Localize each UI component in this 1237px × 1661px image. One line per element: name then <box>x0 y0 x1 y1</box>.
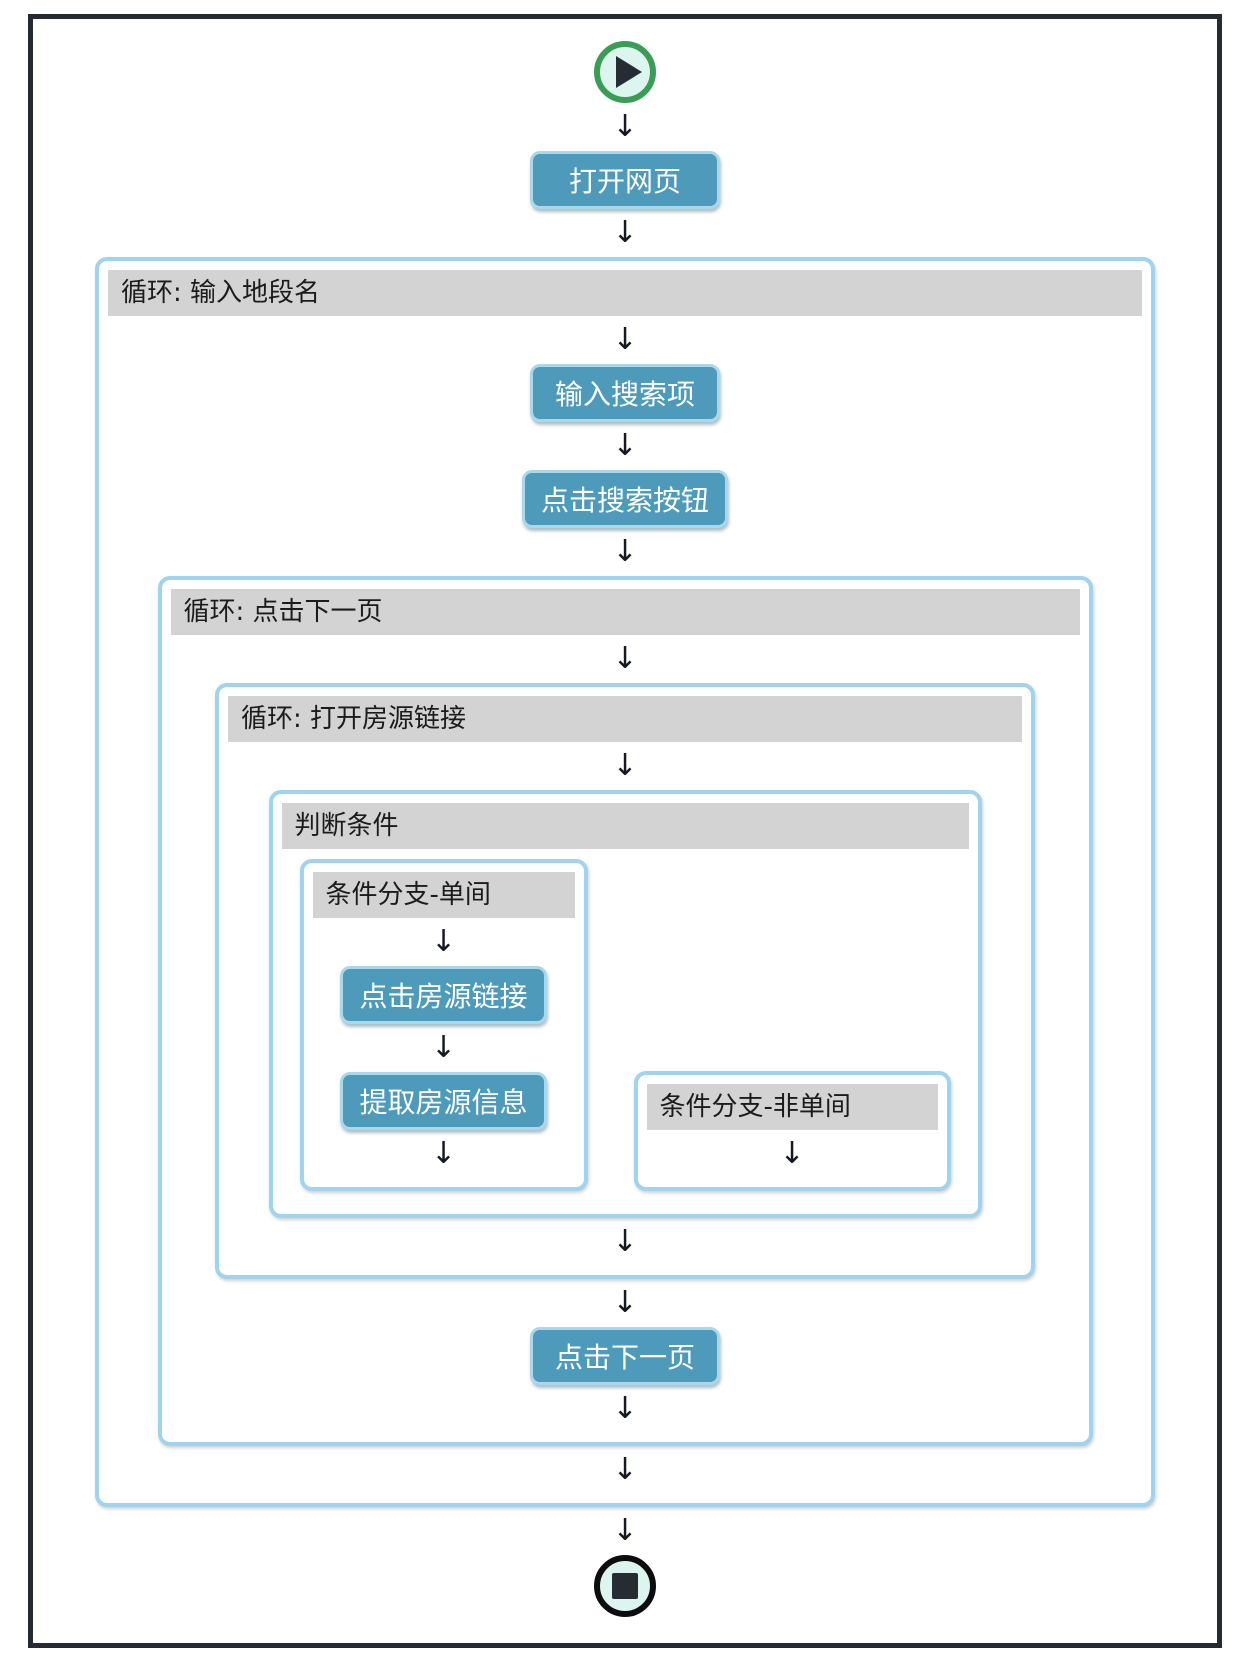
arrow-down-icon: ↓ <box>612 215 638 250</box>
arrow-down-icon: ↓ <box>612 322 638 357</box>
branch-header-not-single-room[interactable]: 条件分支-非单间 <box>646 1084 938 1130</box>
arrow-down-icon: ↓ <box>430 1136 457 1171</box>
loop-header-input-location[interactable]: 循环: 输入地段名 <box>108 270 1142 316</box>
action-click-next-page-button[interactable]: 点击下一页 <box>530 1327 720 1385</box>
arrow-down-icon: ↓ <box>612 1513 638 1548</box>
arrow-down-icon: ↓ <box>430 1030 457 1065</box>
loop-header-click-next-page[interactable]: 循环: 点击下一页 <box>170 589 1080 635</box>
condition-branches: 条件分支-单间 ↓ 点击房源链接 ↓ 提取房源信息 ↓ 条件分支-非单间 ↓ <box>282 859 969 1191</box>
loop-block-click-next-page[interactable]: 循环: 点击下一页 ↓ 循环: 打开房源链接 ↓ 判断条件 条件分支-单间 ↓ <box>157 576 1093 1446</box>
arrow-down-icon: ↓ <box>612 748 638 783</box>
stop-square-icon <box>612 1573 638 1599</box>
loop-block-open-listing-link[interactable]: 循环: 打开房源链接 ↓ 判断条件 条件分支-单间 ↓ 点击房源链接 ↓ <box>215 683 1035 1279</box>
arrow-down-icon: ↓ <box>612 534 638 569</box>
arrow-down-icon: ↓ <box>612 1285 638 1320</box>
loop-block-input-location[interactable]: 循环: 输入地段名 ↓ 输入搜索项 ↓ 点击搜索按钮 ↓ 循环: 点击下一页 ↓… <box>95 257 1155 1507</box>
action-extract-listing-info-button[interactable]: 提取房源信息 <box>340 1072 547 1130</box>
loop-header-open-listing-link[interactable]: 循环: 打开房源链接 <box>228 696 1022 742</box>
arrow-down-icon: ↓ <box>612 1452 638 1487</box>
condition-header[interactable]: 判断条件 <box>281 803 969 849</box>
flowchart-canvas: ↓ 打开网页 ↓ 循环: 输入地段名 ↓ 输入搜索项 ↓ 点击搜索按钮 ↓ 循环… <box>28 14 1222 1648</box>
arrow-down-icon: ↓ <box>612 641 638 676</box>
branch-block-not-single-room[interactable]: 条件分支-非单间 ↓ <box>633 1071 951 1191</box>
action-click-listing-link-button[interactable]: 点击房源链接 <box>340 966 547 1024</box>
action-open-webpage-button[interactable]: 打开网页 <box>530 151 720 209</box>
play-icon <box>616 56 642 88</box>
action-input-search-term-button[interactable]: 输入搜索项 <box>530 364 720 422</box>
arrow-down-icon: ↓ <box>430 924 457 959</box>
action-click-search-button[interactable]: 点击搜索按钮 <box>521 470 728 528</box>
arrow-down-icon: ↓ <box>779 1136 805 1171</box>
branch-header-single-room[interactable]: 条件分支-单间 <box>312 872 575 918</box>
condition-block[interactable]: 判断条件 条件分支-单间 ↓ 点击房源链接 ↓ 提取房源信息 ↓ <box>268 790 982 1218</box>
arrow-down-icon: ↓ <box>612 1224 638 1259</box>
branch-block-single-room[interactable]: 条件分支-单间 ↓ 点击房源链接 ↓ 提取房源信息 ↓ <box>299 859 588 1191</box>
start-icon[interactable] <box>594 41 656 103</box>
arrow-down-icon: ↓ <box>612 428 638 463</box>
stop-icon[interactable] <box>594 1555 656 1617</box>
arrow-down-icon: ↓ <box>612 1391 638 1426</box>
arrow-down-icon: ↓ <box>612 109 638 144</box>
flowchart-flow: ↓ 打开网页 ↓ 循环: 输入地段名 ↓ 输入搜索项 ↓ 点击搜索按钮 ↓ 循环… <box>33 19 1217 1643</box>
